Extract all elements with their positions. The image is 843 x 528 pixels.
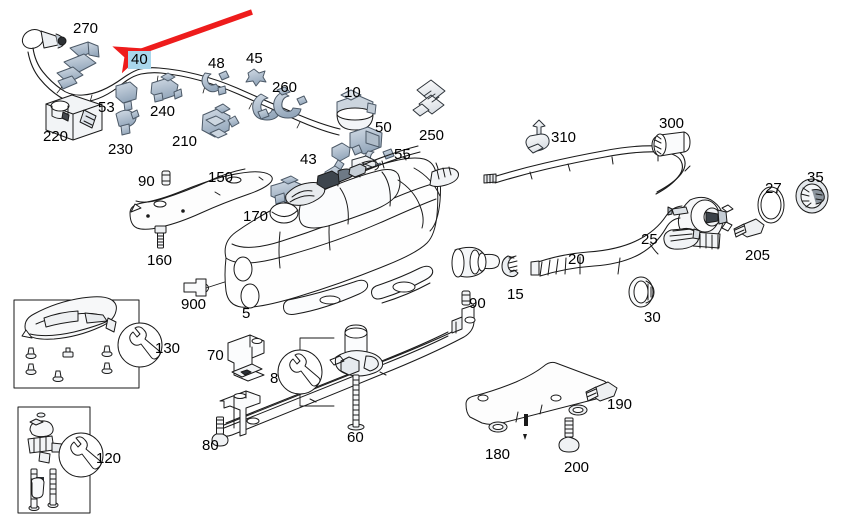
- part-30-sleeve: [628, 276, 655, 308]
- inset-130-fasteners: [25, 345, 113, 382]
- part-label-60: 60: [347, 429, 364, 446]
- part-15-clamp: [501, 255, 519, 278]
- part-label-10: 10: [344, 84, 361, 101]
- part-label-48: 48: [208, 55, 225, 72]
- part-35-cap: [795, 178, 829, 214]
- part-205-screw: [733, 218, 765, 238]
- part-fuel-line-on-tank: [285, 145, 421, 206]
- part-20-hose: [530, 205, 683, 277]
- part-220-valve-block: [45, 94, 103, 141]
- part-label-25: 25: [641, 231, 658, 248]
- hose-40-line-lower: [27, 51, 340, 136]
- part-70-bracket: [227, 334, 265, 382]
- part-8-long-bolt: [347, 374, 365, 431]
- part-label-160: 160: [147, 252, 173, 269]
- part-label-230: 230: [108, 141, 134, 158]
- red-callout-arrow: [112, 9, 253, 74]
- part-310-retainer: [525, 119, 550, 154]
- part-200-bolt: [558, 417, 580, 453]
- wrench-icon-8: [277, 337, 335, 407]
- part-label-40: 40: [128, 51, 151, 69]
- part-80-bolt: [211, 416, 229, 447]
- part-48-clip: [201, 70, 230, 96]
- part-label-310: 310: [551, 129, 577, 146]
- part-label-90: 90: [469, 295, 486, 312]
- part-8-pump-assembly: [329, 324, 384, 377]
- part-label-240: 240: [150, 103, 176, 120]
- part-label-35: 35: [807, 169, 824, 186]
- part-270-clip: [56, 41, 100, 90]
- part-label-45: 45: [246, 50, 263, 67]
- inset-120-cup: [31, 477, 45, 499]
- part-label-15: 15: [507, 286, 524, 303]
- part-210-bracket: [201, 103, 240, 139]
- part-label-300: 300: [659, 115, 685, 132]
- part-180-plate: [465, 361, 609, 440]
- part-label-210: 210: [172, 133, 198, 150]
- part-fuel-valve-assembly: [667, 196, 734, 250]
- part-label-5: 5: [242, 305, 251, 322]
- part-label-250: 250: [419, 127, 445, 144]
- part-label-80: 80: [202, 437, 219, 454]
- part-label-50: 50: [375, 119, 392, 136]
- part-label-53: 53: [98, 99, 115, 116]
- part-300-sleeve: [651, 131, 691, 157]
- part-45-clip: [245, 68, 267, 87]
- part-160-bolt: [154, 225, 167, 249]
- part-90-bushing-right: [461, 290, 471, 306]
- part-label-70: 70: [207, 347, 224, 364]
- wrench-icon-130: [117, 322, 163, 368]
- part-50-connector: [349, 126, 383, 156]
- part-10-pump: [336, 89, 377, 131]
- part-label-270: 270: [73, 20, 99, 37]
- part-label-27: 27: [765, 180, 782, 197]
- part-label-120: 120: [96, 450, 122, 467]
- part-label-8: 8: [270, 370, 279, 387]
- part-260-clip: [252, 86, 308, 121]
- part-5-fuel-tank: [224, 157, 500, 315]
- wrench-icon-120: [58, 432, 104, 478]
- part-label-220: 220: [43, 128, 69, 145]
- part-label-200: 200: [564, 459, 590, 476]
- part-label-130: 130: [155, 340, 181, 357]
- part-900-plug: [183, 269, 263, 297]
- part-label-150: 150: [208, 169, 234, 186]
- part-27-seal-ring: [757, 186, 785, 224]
- part-230-clip: [115, 109, 140, 136]
- part-label-260: 260: [272, 79, 298, 96]
- part-label-43: 43: [300, 151, 317, 168]
- part-label-900: 900: [181, 296, 207, 313]
- part-90-bushing-left: [161, 170, 171, 186]
- part-53-clip: [115, 81, 138, 112]
- part-label-20: 20: [568, 251, 585, 268]
- part-80-bracket-left: [219, 390, 261, 437]
- part-label-170: 170: [243, 208, 269, 225]
- part-190-screw: [585, 381, 618, 402]
- part-label-190: 190: [607, 396, 633, 413]
- part-270-filler-neck: [21, 29, 67, 49]
- part-label-55: 55: [394, 146, 411, 163]
- part-label-205: 205: [745, 247, 771, 264]
- part-240-clip: [150, 72, 183, 103]
- inset-130-content: [21, 296, 117, 340]
- part-label-90: 90: [138, 173, 155, 190]
- part-label-30: 30: [644, 309, 661, 326]
- part-250-bracket: [412, 79, 446, 117]
- inset-120-content: [27, 412, 63, 464]
- part-label-180: 180: [485, 446, 511, 463]
- part-25-clamp: [663, 228, 701, 250]
